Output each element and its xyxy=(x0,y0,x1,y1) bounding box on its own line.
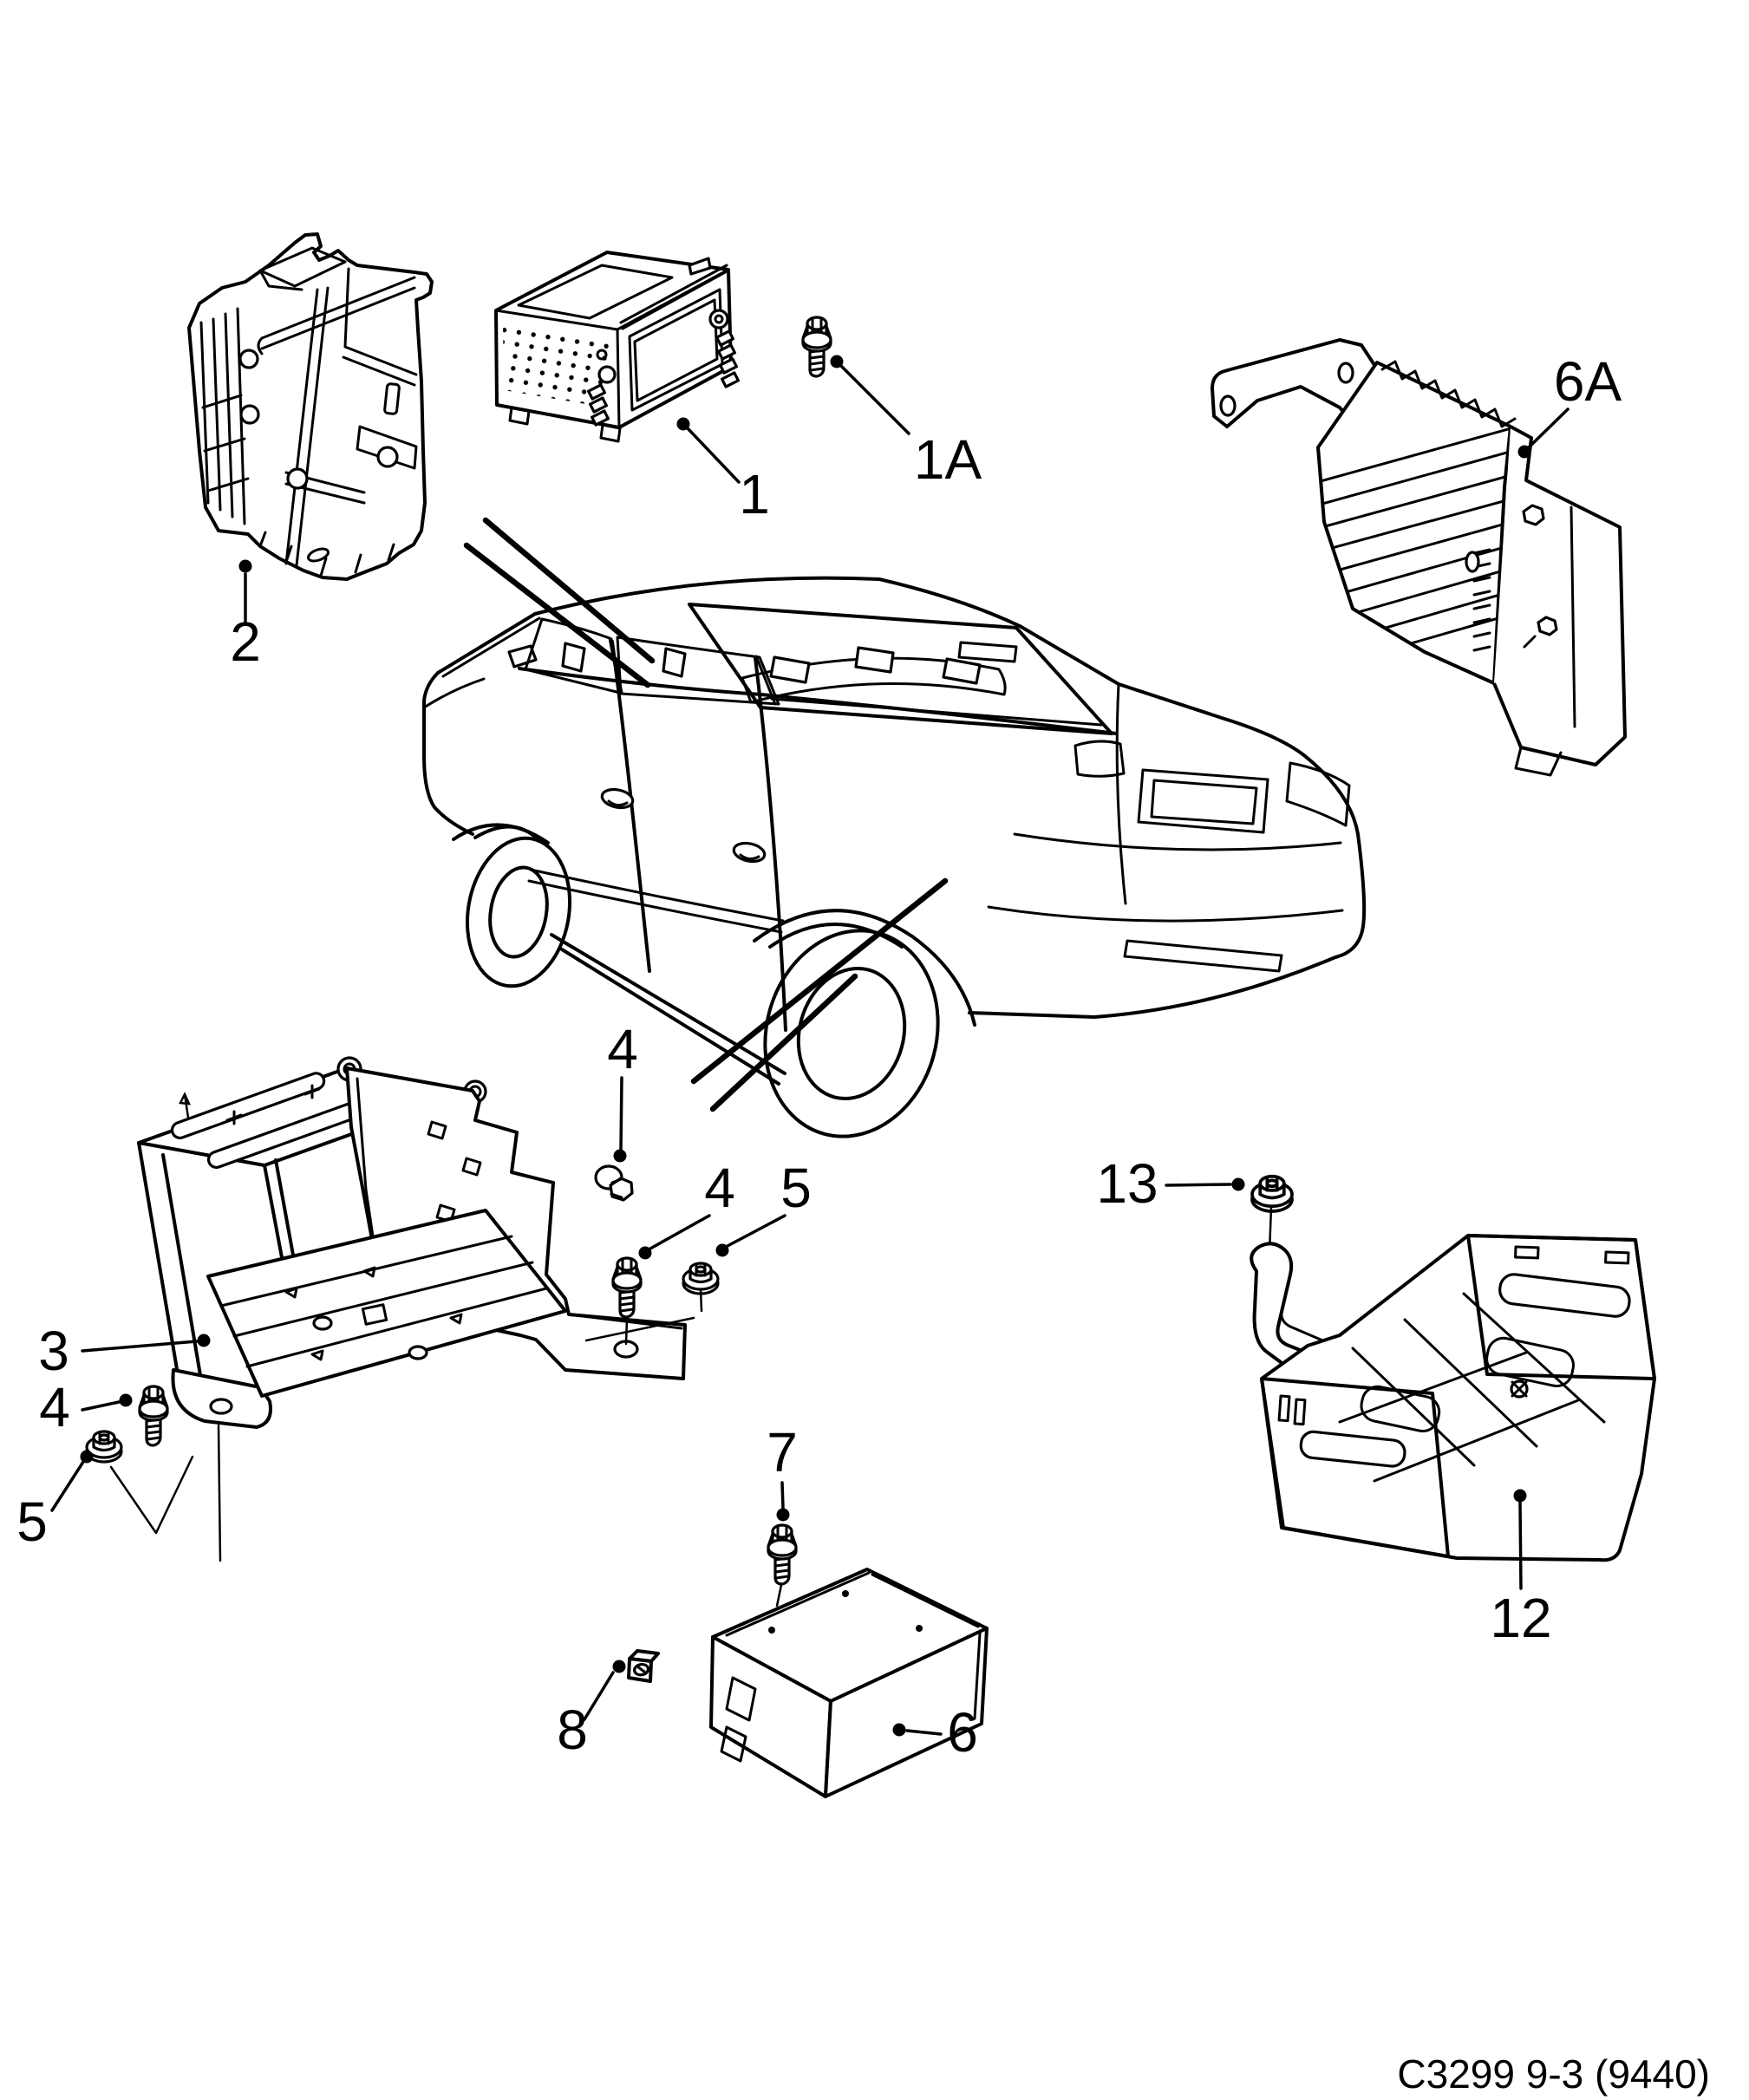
third-brake-light xyxy=(957,641,1018,663)
door-handles xyxy=(600,787,767,864)
callout-2: 2 xyxy=(230,559,261,673)
support-bracket-12-illustration xyxy=(1250,1234,1656,1562)
callout-4-right: 4 xyxy=(638,1157,735,1260)
part-label-4: 4 xyxy=(39,1376,70,1438)
callout-4-left: 4 xyxy=(39,1376,133,1438)
radio-mounting-cage-illustration xyxy=(137,1056,687,1562)
part-label-8: 8 xyxy=(557,1699,588,1761)
bolt-4-left xyxy=(138,1385,169,1447)
part-label-6a: 6A xyxy=(1554,350,1622,413)
part-label-2: 2 xyxy=(230,610,261,673)
beltline xyxy=(518,667,1118,735)
amplifier-6a-illustration xyxy=(1211,338,1627,777)
drawing-code: C3299 9-3 (9440) xyxy=(1397,2051,1710,2097)
radio-head-unit-illustration xyxy=(494,251,740,443)
flange-nut-13-illustration xyxy=(1250,1174,1294,1254)
callout-1: 1 xyxy=(676,417,770,525)
tail-light-left xyxy=(1074,740,1126,778)
callout-6: 6 xyxy=(892,1701,978,1764)
callout-8: 8 xyxy=(557,1660,626,1761)
rear-door-window xyxy=(616,636,780,706)
part-label-1: 1 xyxy=(739,463,770,525)
callouts: 2 1 1A 6A 4 4 5 3 xyxy=(16,350,1622,1764)
front-wheel xyxy=(452,823,572,988)
screw-1a-illustration xyxy=(801,316,832,378)
tail-light-right xyxy=(1285,761,1351,827)
car-illustration xyxy=(422,576,1367,1138)
rear-amplifier-6-illustration xyxy=(709,1568,989,1798)
part-label-5: 5 xyxy=(780,1157,812,1219)
car-front xyxy=(422,671,474,836)
callout-1A: 1A xyxy=(830,355,982,491)
callout-6A: 6A xyxy=(1517,350,1622,459)
part-label-4: 4 xyxy=(607,1018,638,1080)
car-body-outline xyxy=(436,576,1367,1019)
part-label-1a: 1A xyxy=(914,428,982,491)
part-label-4: 4 xyxy=(704,1157,735,1219)
location-pointer-lines xyxy=(463,517,949,1112)
part-label-3: 3 xyxy=(38,1320,69,1382)
callout-4-rear: 4 xyxy=(607,1018,638,1163)
callout-12: 12 xyxy=(1490,1489,1552,1649)
callout-3: 3 xyxy=(38,1320,211,1382)
part-label-7: 7 xyxy=(767,1421,798,1484)
console-mounting-bracket-illustration xyxy=(187,232,434,581)
clip-nut-8-illustration xyxy=(627,1649,660,1683)
part-label-6: 6 xyxy=(947,1701,978,1764)
bolt-4-right xyxy=(611,1256,643,1319)
rear-window xyxy=(688,603,1113,735)
screw-7-illustration xyxy=(767,1523,798,1586)
part-label-5: 5 xyxy=(16,1490,48,1553)
callout-13: 13 xyxy=(1096,1152,1245,1215)
bolt-4-rear xyxy=(594,1164,634,1202)
license-plate-recess xyxy=(1137,768,1269,834)
callout-7: 7 xyxy=(767,1421,798,1522)
part-label-13: 13 xyxy=(1096,1152,1158,1215)
callout-5-right: 5 xyxy=(715,1157,812,1257)
rear-seatback xyxy=(741,656,1007,704)
part-label-12: 12 xyxy=(1490,1587,1551,1649)
callout-5-left: 5 xyxy=(16,1450,94,1553)
cage-fasteners xyxy=(85,1164,720,1535)
